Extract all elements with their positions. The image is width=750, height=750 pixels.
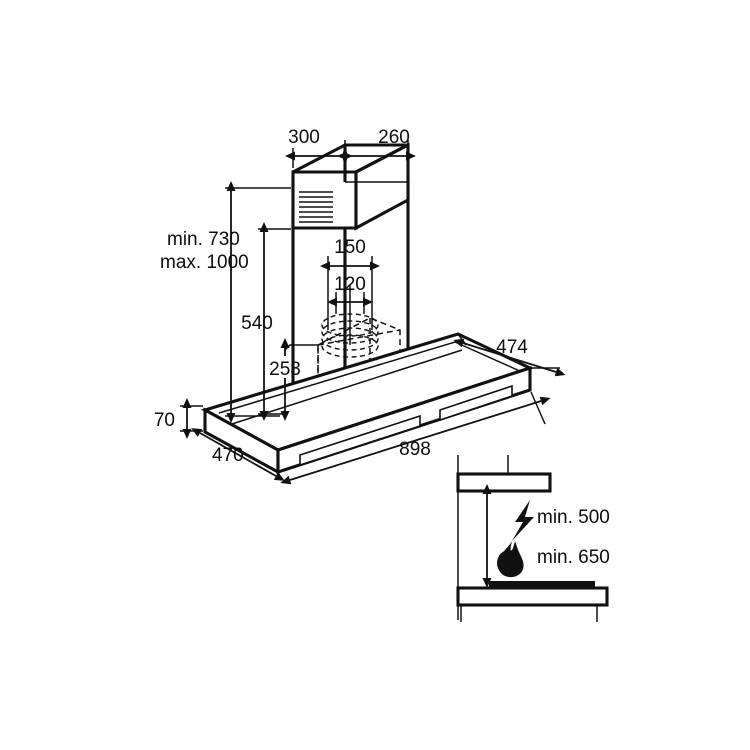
- dimension-chimney-height: 540: [241, 222, 291, 421]
- dimension-duct-inner: 120: [327, 274, 373, 314]
- dim-label-474: 474: [496, 337, 528, 358]
- dimension-canopy-depth: 470: [191, 428, 285, 481]
- dimension-total-height: min. 730 max. 1000: [160, 181, 291, 423]
- vent-grille-icon: [299, 191, 333, 223]
- dimension-duct-outer: 150: [320, 237, 380, 280]
- dim-label-540: 540: [241, 313, 273, 334]
- dim-label-120: 120: [334, 274, 366, 295]
- dim-label-300: 300: [288, 127, 320, 148]
- inset-hob-surface: [489, 581, 595, 589]
- clearance-inset-diagram: min. 500 min. 650: [456, 455, 610, 622]
- dim-label-898: 898: [399, 439, 431, 460]
- dim-label-260: 260: [378, 127, 410, 148]
- lightning-bolt-icon: [512, 500, 534, 541]
- clearance-label-gas: min. 650: [537, 547, 610, 568]
- dim-label-70: 70: [154, 410, 175, 431]
- flame-body-icon: [497, 550, 521, 576]
- canopy-top-recess-line: [231, 349, 463, 425]
- dim-label-min-730: min. 730: [167, 229, 240, 250]
- dim-label-max-1000: max. 1000: [160, 252, 249, 273]
- dim-label-470: 470: [212, 445, 244, 466]
- dim-label-253: 253: [269, 359, 301, 380]
- dim-label-150: 150: [334, 237, 366, 258]
- dimension-canopy-top-depth: 474: [453, 333, 566, 377]
- inset-hood-box: [456, 472, 552, 493]
- dimension-canopy-width: 898: [280, 391, 551, 485]
- motor-box-top-edge: [317, 329, 401, 346]
- inset-hob-box: [456, 586, 609, 607]
- dimension-chimney-top-width: 300 260: [285, 127, 416, 168]
- clearance-label-electric: min. 500: [537, 507, 610, 528]
